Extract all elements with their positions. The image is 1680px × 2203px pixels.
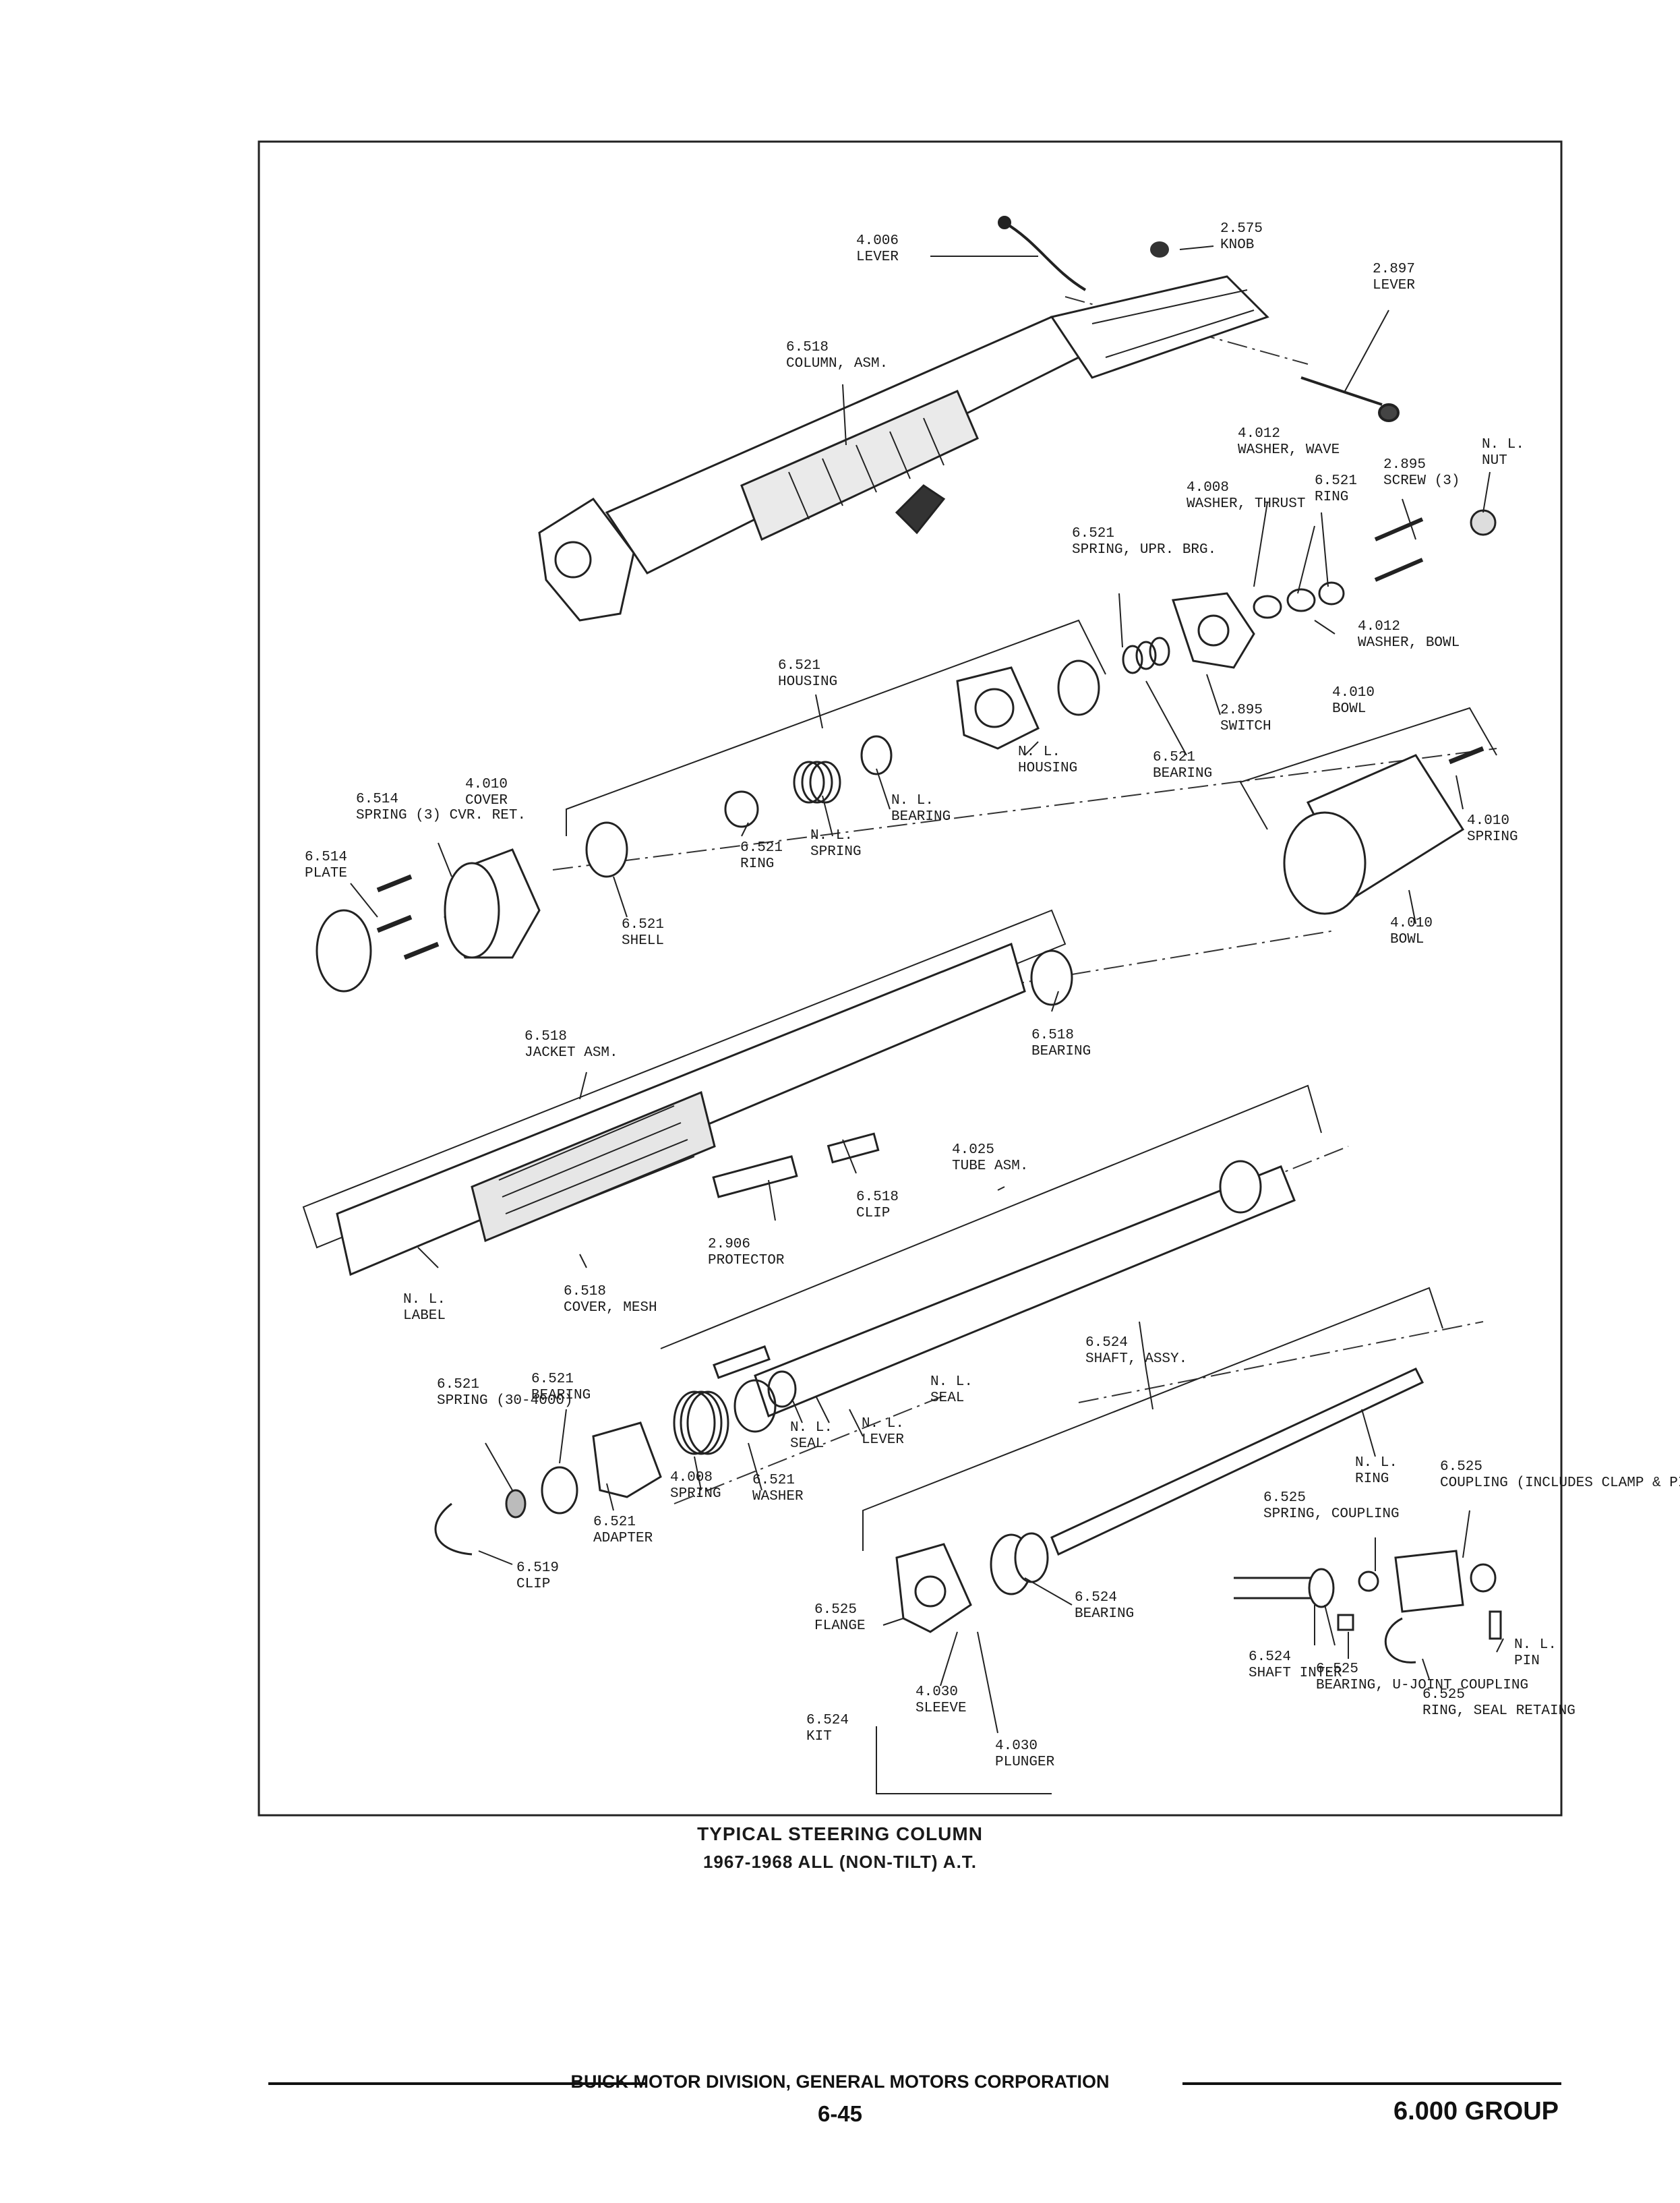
label-nl-spring: N. L.SPRING: [810, 828, 862, 860]
knob-2575-drawing: [1150, 241, 1169, 258]
label-nl-housing: N. L.HOUSING: [1018, 744, 1077, 776]
bowl-drawing: [1239, 707, 1497, 915]
housing-bracket: [566, 619, 1106, 836]
upper-bearing-parts: [1122, 509, 1497, 674]
footer-corporation: BUICK MOTOR DIVISION, GENERAL MOTORS COR…: [570, 2072, 1110, 2092]
lever-4006-drawing: [998, 216, 1087, 291]
lever-2897-drawing: [1300, 376, 1400, 422]
label-nl-seal-left: N. L.SEAL: [790, 1420, 833, 1452]
figure-caption-title: TYPICAL STEERING COLUMN: [697, 1823, 983, 1844]
label-nl-seal-right: N. L.SEAL: [930, 1374, 973, 1406]
label-nl-nut: N. L.NUT: [1482, 437, 1524, 469]
tube-assembly-drawing: [434, 1084, 1322, 1556]
label-nl-ring: N. L.RING: [1355, 1455, 1398, 1487]
label-nl-bearing: N. L.BEARING: [891, 793, 951, 825]
leader-lines: [350, 245, 1504, 1734]
label-nl-pin: N. L.PIN: [1514, 1637, 1557, 1669]
column-assembly-drawing: [538, 275, 1269, 622]
label-nl-lever: N. L.LEVER: [862, 1416, 904, 1448]
coupling-drawing: [1234, 1550, 1502, 1664]
label-nl-label: N. L.LABEL: [403, 1292, 446, 1324]
footer-group: 6.000 GROUP: [1393, 2097, 1559, 2125]
diagram-frame: [258, 140, 1563, 1817]
figure-caption-subtitle: 1967-1968 ALL (NON-TILT) A.T.: [702, 1852, 978, 1872]
cover-plate-parts: [316, 848, 541, 993]
shaft-assembly-drawing: [862, 1287, 1443, 1633]
kit-bracket: [876, 1726, 1052, 1794]
footer-page-number: 6-45: [817, 2101, 863, 2126]
housing-parts: [585, 659, 1100, 878]
jacket-assembly-drawing: [302, 909, 1073, 1276]
